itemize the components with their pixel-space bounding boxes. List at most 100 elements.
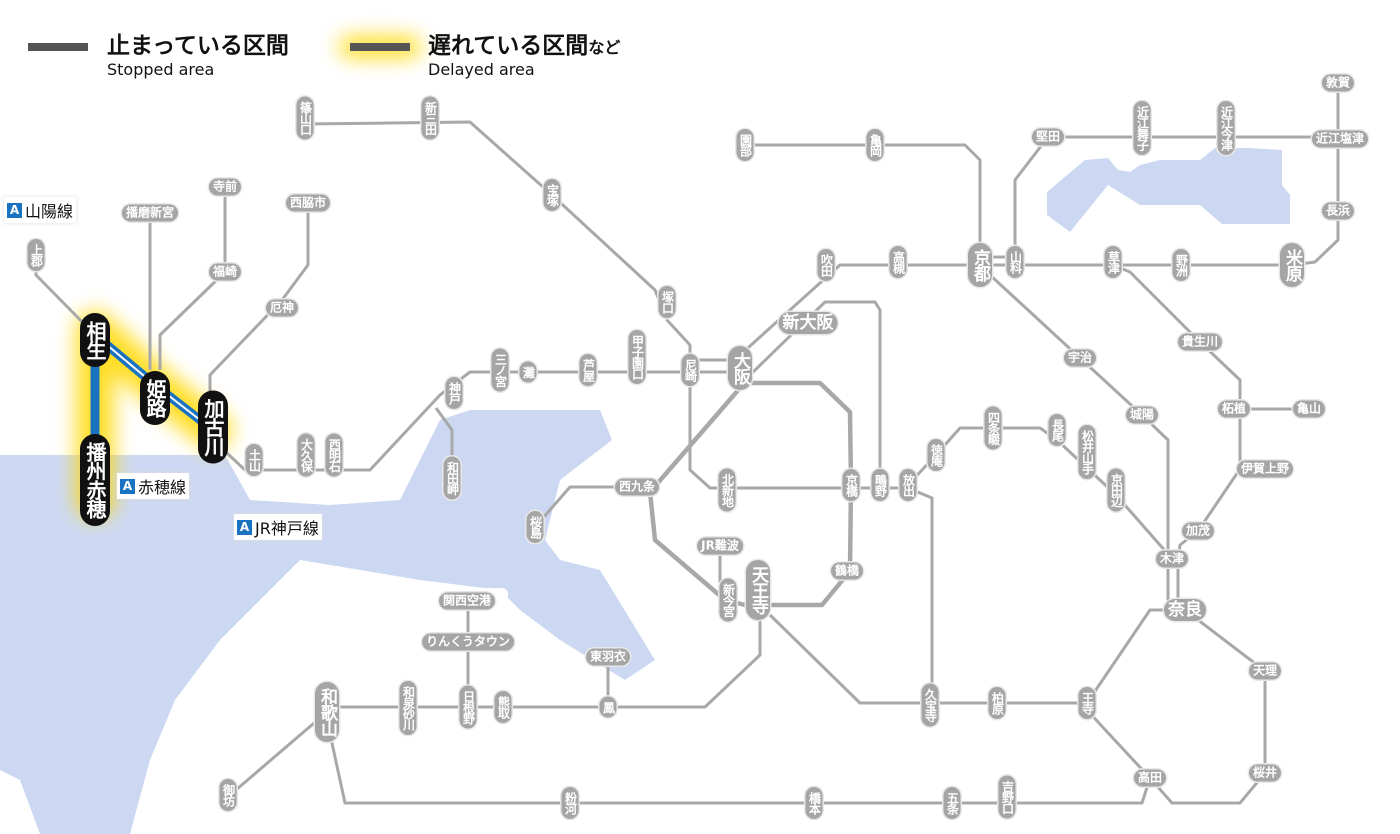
station-tsuruga[interactable]: 敦賀 bbox=[1321, 74, 1355, 92]
station-katata[interactable]: 堅田 bbox=[1031, 128, 1065, 146]
station-takarazuka[interactable]: 宝塚 bbox=[543, 179, 561, 211]
station-nishikujo[interactable]: 西九条 bbox=[614, 478, 660, 496]
station-osaka[interactable]: 大阪 bbox=[728, 346, 752, 390]
station-rinkutown[interactable]: りんくうタウン bbox=[422, 633, 514, 651]
station-yoshinoguchi[interactable]: 吉野口 bbox=[998, 775, 1016, 819]
station-kamo[interactable]: 加茂 bbox=[1181, 522, 1215, 540]
station-himeji[interactable]: 姫路 bbox=[140, 371, 170, 425]
station-harimashingu[interactable]: 播磨新宮 bbox=[121, 204, 179, 222]
station-tsuchiyama[interactable]: 土山 bbox=[245, 444, 263, 476]
station-omimaiko[interactable]: 近江舞子 bbox=[1133, 101, 1151, 155]
station-joyo[interactable]: 城陽 bbox=[1125, 406, 1159, 424]
station-hashimoto[interactable]: 橋本 bbox=[805, 787, 823, 819]
line-sagano bbox=[745, 143, 982, 265]
legend-stopped: 止まっている区間 Stopped area bbox=[107, 26, 289, 79]
station-oji[interactable]: 王寺 bbox=[1078, 687, 1096, 719]
station-nagahama[interactable]: 長浜 bbox=[1321, 202, 1355, 220]
station-kakogawa[interactable]: 加古川 bbox=[198, 390, 228, 464]
station-kameoka[interactable]: 亀岡 bbox=[866, 129, 884, 161]
station-omishiotsu[interactable]: 近江塩津 bbox=[1311, 130, 1369, 148]
station-nishiwakishi[interactable]: 西脇市 bbox=[285, 194, 331, 212]
station-tennoji[interactable]: 天王寺 bbox=[746, 560, 770, 620]
line-hanwa bbox=[327, 610, 762, 709]
station-yakujin[interactable]: 厄神 bbox=[265, 299, 299, 317]
station-ashiya[interactable]: 芦屋 bbox=[579, 354, 597, 386]
station-kumatori[interactable]: 熊取 bbox=[494, 691, 512, 723]
station-wakayama[interactable]: 和歌山 bbox=[315, 682, 339, 742]
station-kansaiairport[interactable]: 関西空港 bbox=[438, 592, 496, 610]
line-yamatoji bbox=[768, 608, 1185, 705]
station-hanaten[interactable]: 放出 bbox=[899, 469, 917, 501]
station-uji[interactable]: 宇治 bbox=[1063, 349, 1097, 367]
station-jrnamba[interactable]: JR難波 bbox=[697, 537, 743, 555]
station-fukusaki[interactable]: 福崎 bbox=[208, 263, 242, 281]
station-sasayamaguchi[interactable]: 篠山口 bbox=[296, 96, 314, 140]
station-tsuge[interactable]: 柘植 bbox=[1217, 400, 1251, 418]
station-kameyama[interactable]: 亀山 bbox=[1292, 400, 1326, 418]
station-kobe[interactable]: 神戸 bbox=[445, 377, 463, 409]
station-kyotanabe[interactable]: 京田辺 bbox=[1107, 468, 1125, 512]
station-nishiakashi[interactable]: 西明石 bbox=[325, 433, 343, 477]
station-tokuan[interactable]: 徳庵 bbox=[927, 439, 945, 471]
station-yasu[interactable]: 野洲 bbox=[1172, 249, 1190, 281]
station-shijonawate[interactable]: 四条畷 bbox=[984, 406, 1002, 450]
station-kizu[interactable]: 木津 bbox=[1155, 550, 1189, 568]
station-igaueno[interactable]: 伊賀上野 bbox=[1236, 460, 1294, 478]
station-kyobashi[interactable]: 京橋 bbox=[842, 469, 860, 501]
station-izumisunagawa[interactable]: 和泉砂川 bbox=[399, 681, 417, 735]
station-sakurajima[interactable]: 桜島 bbox=[526, 511, 544, 543]
station-amagasaki[interactable]: 尼崎 bbox=[681, 354, 699, 386]
legend-delayed: 遅れている区間など Delayed area bbox=[428, 26, 620, 79]
station-suita[interactable]: 吹田 bbox=[817, 249, 835, 281]
station-takatsuki[interactable]: 高槻 bbox=[889, 246, 907, 278]
line-badge-icon: A bbox=[120, 478, 135, 494]
station-teramae[interactable]: 寺前 bbox=[208, 178, 242, 196]
station-matsuiyamate[interactable]: 松井山手 bbox=[1078, 425, 1096, 479]
station-higashihagoromo[interactable]: 東羽衣 bbox=[585, 648, 631, 666]
station-sannomiya[interactable]: 三ノ宮 bbox=[491, 348, 509, 392]
station-sakurai[interactable]: 桜井 bbox=[1248, 764, 1282, 782]
station-kamigori[interactable]: 上郡 bbox=[27, 239, 45, 271]
station-sonobe[interactable]: 園部 bbox=[736, 129, 754, 161]
station-hineno[interactable]: 日根野 bbox=[459, 685, 477, 729]
station-wadamisaki[interactable]: 和田岬 bbox=[443, 456, 461, 500]
station-otori[interactable]: 鳳 bbox=[599, 696, 617, 718]
station-tsuruhashi[interactable]: 鶴橋 bbox=[830, 562, 864, 580]
legend-delayed-label: 遅れている区間 bbox=[428, 33, 589, 59]
station-shigino[interactable]: 鴫野 bbox=[871, 469, 889, 501]
station-shinsanda[interactable]: 新三田 bbox=[421, 96, 439, 140]
station-shinosaka[interactable]: 新大阪 bbox=[778, 312, 838, 334]
station-nada[interactable]: 灘 bbox=[519, 361, 537, 383]
station-kyoto[interactable]: 京都 bbox=[968, 243, 992, 287]
station-shinimamiya[interactable]: 新今宮 bbox=[719, 578, 737, 622]
station-maibara[interactable]: 米原 bbox=[1280, 243, 1304, 287]
legend-stopped-en: Stopped area bbox=[107, 60, 215, 79]
station-koshienguchi[interactable]: 甲子園口 bbox=[628, 330, 646, 384]
station-kibukawa[interactable]: 貴生川 bbox=[1177, 333, 1223, 351]
station-kusatsu[interactable]: 草津 bbox=[1104, 246, 1122, 278]
station-yamashina[interactable]: 山科 bbox=[1006, 246, 1024, 278]
station-banshuako[interactable]: 播州赤穂 bbox=[80, 434, 110, 526]
station-tenri[interactable]: 天理 bbox=[1248, 662, 1282, 680]
station-okubo[interactable]: 大久保 bbox=[297, 433, 315, 477]
line-kisei bbox=[229, 710, 328, 797]
station-gojo[interactable]: 五条 bbox=[943, 787, 961, 819]
station-kokawa[interactable]: 粉河 bbox=[561, 787, 579, 819]
station-nagao[interactable]: 長尾 bbox=[1048, 414, 1066, 446]
line-osaka-higashi-south bbox=[907, 486, 934, 705]
station-omiimazu[interactable]: 近江今津 bbox=[1217, 101, 1235, 155]
station-kyuhoji[interactable]: 久宝寺 bbox=[921, 683, 939, 727]
line-kusatsu bbox=[1112, 263, 1242, 561]
station-tsukaguchi[interactable]: 塚口 bbox=[658, 286, 676, 318]
station-takada[interactable]: 高田 bbox=[1133, 769, 1167, 787]
station-nara[interactable]: 奈良 bbox=[1164, 599, 1206, 621]
station-gobo[interactable]: 御坊 bbox=[219, 779, 237, 811]
station-kashiwara[interactable]: 柏原 bbox=[988, 687, 1006, 719]
line-sakurai bbox=[1148, 608, 1267, 805]
line-badge-icon: A bbox=[237, 519, 252, 535]
station-aioi[interactable]: 相生 bbox=[80, 313, 110, 367]
station-kitashinchi[interactable]: 北新地 bbox=[718, 468, 736, 512]
